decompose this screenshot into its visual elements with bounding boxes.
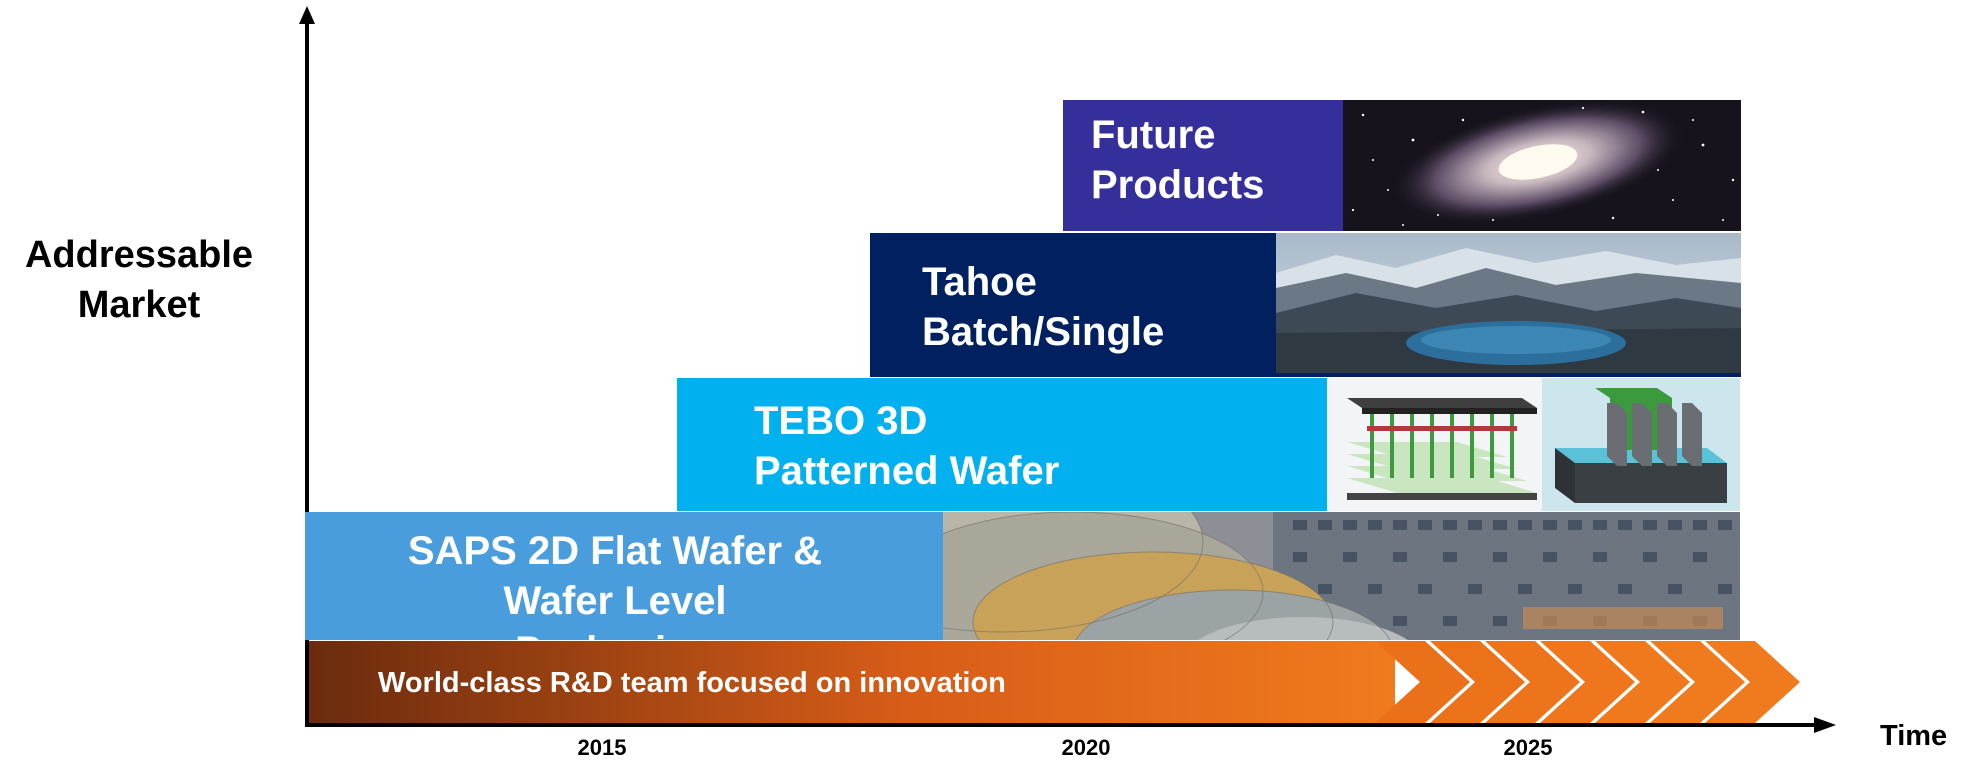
chevron-3	[1485, 641, 1580, 723]
y-axis-arrowhead	[299, 6, 315, 24]
foundation-text: World-class R&D team focused on innovati…	[378, 667, 1006, 699]
x-axis-arrowhead	[1814, 717, 1836, 733]
chevron-5	[1595, 641, 1690, 723]
tier-tahoe-label: Tahoe Batch/Single	[922, 257, 1164, 357]
y-axis-label: Addressable Market	[8, 230, 270, 330]
mountain-lake-image	[1276, 233, 1741, 373]
finfet-diagram	[1542, 378, 1740, 511]
3d-nand-diagram	[1347, 398, 1537, 500]
year-2020: 2020	[1061, 735, 1111, 760]
chevron-7	[1705, 641, 1800, 723]
y-axis-label-line-2: Market	[77, 284, 201, 326]
tier-tahoe-line-1: Tahoe	[922, 260, 1037, 304]
tier-saps-line-2: Wafer Level Packaging	[503, 579, 727, 640]
x-axis-label: Time	[1880, 720, 1948, 752]
tier-future-label: Future Products	[1091, 110, 1264, 210]
silicon-wafers-image	[943, 512, 1740, 640]
tier-saps-line-1: SAPS 2D Flat Wafer &	[407, 529, 823, 573]
tier-tebo-line-2: Patterned Wafer	[754, 449, 1060, 493]
chevron-2	[1430, 641, 1525, 723]
tier-tahoe-line-2: Batch/Single	[922, 310, 1165, 354]
chevron-1	[1375, 641, 1470, 723]
tier-future-line-2: Products	[1091, 163, 1265, 207]
tier-future: Future Products	[1063, 100, 1741, 231]
foundation-bar	[305, 641, 1800, 723]
year-2015: 2015	[577, 735, 627, 760]
galaxy-image	[1343, 100, 1741, 231]
tier-saps-label: SAPS 2D Flat Wafer & Wafer Level Packagi…	[405, 526, 825, 640]
year-2025: 2025	[1503, 735, 1553, 760]
tier-tahoe: Tahoe Batch/Single	[870, 233, 1741, 377]
chevron-6	[1650, 641, 1745, 723]
tier-future-line-1: Future	[1091, 113, 1216, 157]
tier-tebo-label: TEBO 3D Patterned Wafer	[754, 396, 1059, 496]
tier-saps: SAPS 2D Flat Wafer & Wafer Level Packagi…	[305, 512, 1740, 640]
tier-tebo-line-1: TEBO 3D	[754, 399, 928, 443]
tier-tebo: TEBO 3D Patterned Wafer	[677, 378, 1740, 511]
y-axis-label-line-1: Addressable	[24, 234, 254, 276]
chevron-4	[1540, 641, 1635, 723]
3d-transistor-diagrams-image	[1327, 378, 1740, 511]
